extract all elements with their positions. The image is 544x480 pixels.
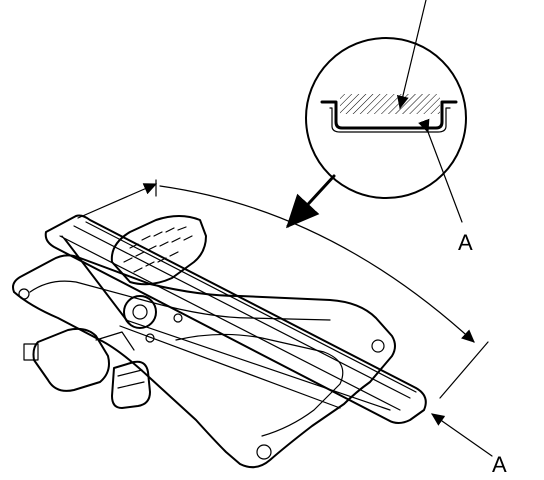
magnify-arrow: [285, 174, 336, 229]
callout-label-bottom: A: [492, 452, 507, 477]
glass-lift-clip: [110, 215, 207, 286]
bottom-leader-line: [431, 413, 493, 457]
channel-inner: [329, 107, 451, 133]
detail-magnifier: [305, 0, 467, 223]
channel-profile: [320, 100, 458, 130]
cable-drum: [123, 295, 183, 343]
window-motor: [23, 327, 151, 409]
detail-leader-line: [418, 118, 463, 223]
clip-texture: [123, 226, 193, 273]
magnifier-circle: [305, 37, 467, 199]
glass-hatch: [340, 94, 440, 114]
rail-dimension: [77, 179, 489, 399]
callout-label-detail: A: [458, 230, 473, 255]
detail-pointer-arrow: [396, 0, 427, 110]
guide-rail: [44, 214, 427, 424]
